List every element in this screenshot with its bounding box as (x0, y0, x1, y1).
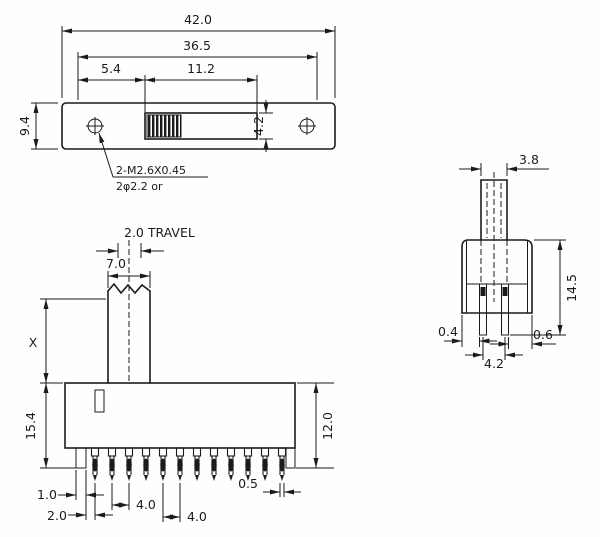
dim-mount-width: 36.5 (183, 38, 211, 53)
dim-pin-offset-left: 0.4 (438, 324, 458, 339)
dim-pin-pitch-a: 4.0 (136, 497, 156, 512)
hole-note-line2: 2φ2.2 or (116, 180, 163, 193)
dim-slot-offset: 5.4 (101, 61, 121, 76)
contact-right (502, 287, 508, 296)
dim-body-height-right: 12.0 (320, 412, 335, 440)
slider-knob-top (146, 114, 182, 138)
dim-pin-pitch-b: 4.0 (187, 509, 207, 524)
dim-pin-offset: 1.0 (37, 487, 57, 502)
dim-knob-width: 7.0 (106, 256, 126, 271)
dim-overall-width: 42.0 (184, 12, 212, 27)
terminal-right (501, 283, 509, 336)
dim-stem-width: 3.8 (519, 152, 539, 167)
side-view: 3.8 14.5 0.4 4.2 0 (438, 152, 579, 371)
slot-outline (144, 112, 258, 140)
top-view: 42.0 36.5 5.4 11.2 9.4 4.2 2-M2.6X0.45 2… (17, 12, 336, 193)
hole-note-line1: 2-M2.6X0.45 (116, 164, 186, 177)
mount-hole-left (86, 117, 104, 135)
dim-pin-pitch-side: 4.2 (484, 356, 504, 371)
right-foot (285, 447, 296, 469)
contact-left (480, 287, 486, 296)
dim-overall-height: 14.5 (564, 274, 579, 302)
dim-pin-offset-right: 0.6 (533, 327, 553, 342)
dim-pin-pitch-end: 2.0 (47, 508, 67, 523)
front-view: 2.0 TRAVEL 7.0 X 15.4 (23, 225, 335, 524)
terminal-left (479, 283, 487, 336)
mount-hole-right (298, 117, 316, 135)
body-detail (94, 389, 105, 413)
dim-body-height: 15.4 (23, 412, 38, 440)
actuator-break-line (107, 282, 151, 295)
switch-body (64, 382, 296, 449)
note-leader (98, 132, 114, 178)
dim-slot-width: 11.2 (187, 61, 215, 76)
plate-outline (61, 102, 336, 150)
left-foot (75, 447, 87, 469)
bracket-frame (461, 239, 533, 314)
dim-plate-height: 9.4 (17, 116, 32, 136)
dim-slot-height: 4.2 (251, 116, 266, 136)
dim-pin-width: 0.5 (238, 476, 258, 491)
travel-label: 2.0 TRAVEL (124, 225, 195, 240)
dim-knob-height: X (29, 335, 38, 350)
